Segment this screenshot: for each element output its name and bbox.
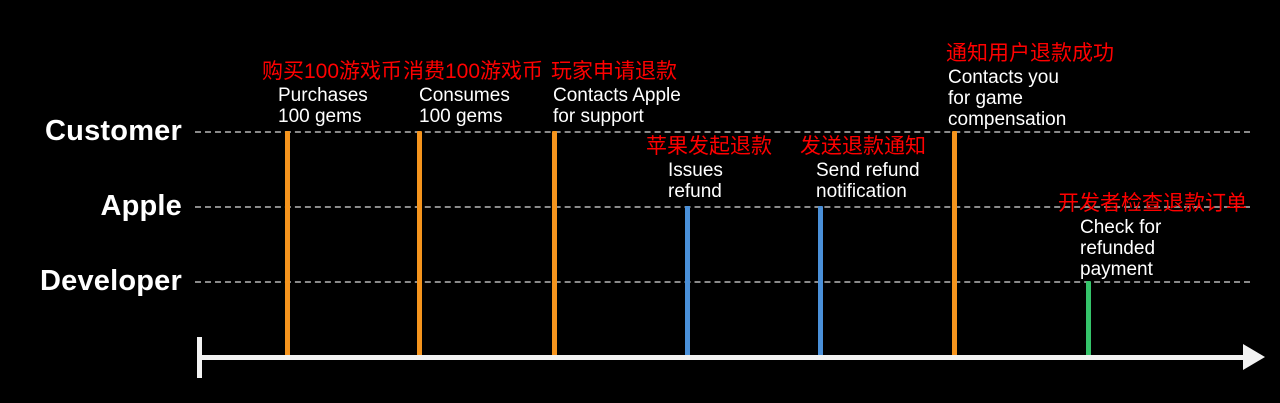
annotation-cn-text: 苹果发起退款 xyxy=(646,135,772,158)
annotation-contacts-you-compensation: 通知用户退款成功 Contacts you for game compensat… xyxy=(946,42,1114,130)
event-bar-contacts-you-compensation xyxy=(952,131,957,358)
annotation-cn-text: 通知用户退款成功 xyxy=(946,42,1114,65)
annotation-cn-text: 玩家申请退款 xyxy=(551,60,677,83)
annotation-cn-text: 开发者检查退款订单 xyxy=(1058,192,1247,215)
timeline-axis-line xyxy=(199,355,1247,360)
event-bar-purchase-gems xyxy=(285,131,290,358)
annotation-en-text: Contacts Apple for support xyxy=(553,84,681,127)
lane-label-developer: Developer xyxy=(39,265,182,297)
annotation-issues-refund: 苹果发起退款 Issues refund xyxy=(646,135,772,202)
timeline-arrow-icon xyxy=(1243,344,1265,370)
annotation-cn-text: 消费100游戏币 xyxy=(403,60,544,83)
annotation-en-text: Contacts you for game compensation xyxy=(948,66,1067,131)
annotation-en-text: Issues refund xyxy=(668,159,723,202)
event-bar-consume-gems xyxy=(417,131,422,358)
lane-label-apple: Apple xyxy=(100,190,182,222)
annotation-cn-text: 购买100游戏币 xyxy=(262,60,403,83)
lane-line-developer xyxy=(195,281,1250,283)
lane-line-customer xyxy=(195,131,1250,133)
annotation-check-refunded-payment: 开发者检查退款订单 Check for refunded payment xyxy=(1058,192,1247,280)
annotation-send-refund-notification: 发送退款通知 Send refund notification xyxy=(800,135,926,202)
annotation-en-text: Consumes 100 gems xyxy=(419,84,510,127)
event-bar-check-refunded-payment xyxy=(1086,281,1091,358)
lane-line-apple xyxy=(195,206,1250,208)
annotation-en-text: Send refund notification xyxy=(816,159,920,202)
annotation-cn-text: 发送退款通知 xyxy=(800,135,926,158)
lane-label-customer: Customer xyxy=(45,115,182,147)
annotation-purchase-gems: 购买100游戏币 Purchases 100 gems xyxy=(262,60,402,127)
event-bar-issues-refund xyxy=(685,206,690,358)
annotation-contacts-apple: 玩家申请退款 Contacts Apple for support xyxy=(551,60,681,127)
annotation-en-text: Purchases 100 gems xyxy=(278,84,368,127)
event-bar-send-refund-notification xyxy=(818,206,823,358)
annotation-consume-gems: 消费100游戏币 Consumes 100 gems xyxy=(403,60,543,127)
event-bar-contacts-apple xyxy=(552,131,557,358)
annotation-en-text: Check for refunded payment xyxy=(1080,216,1162,281)
